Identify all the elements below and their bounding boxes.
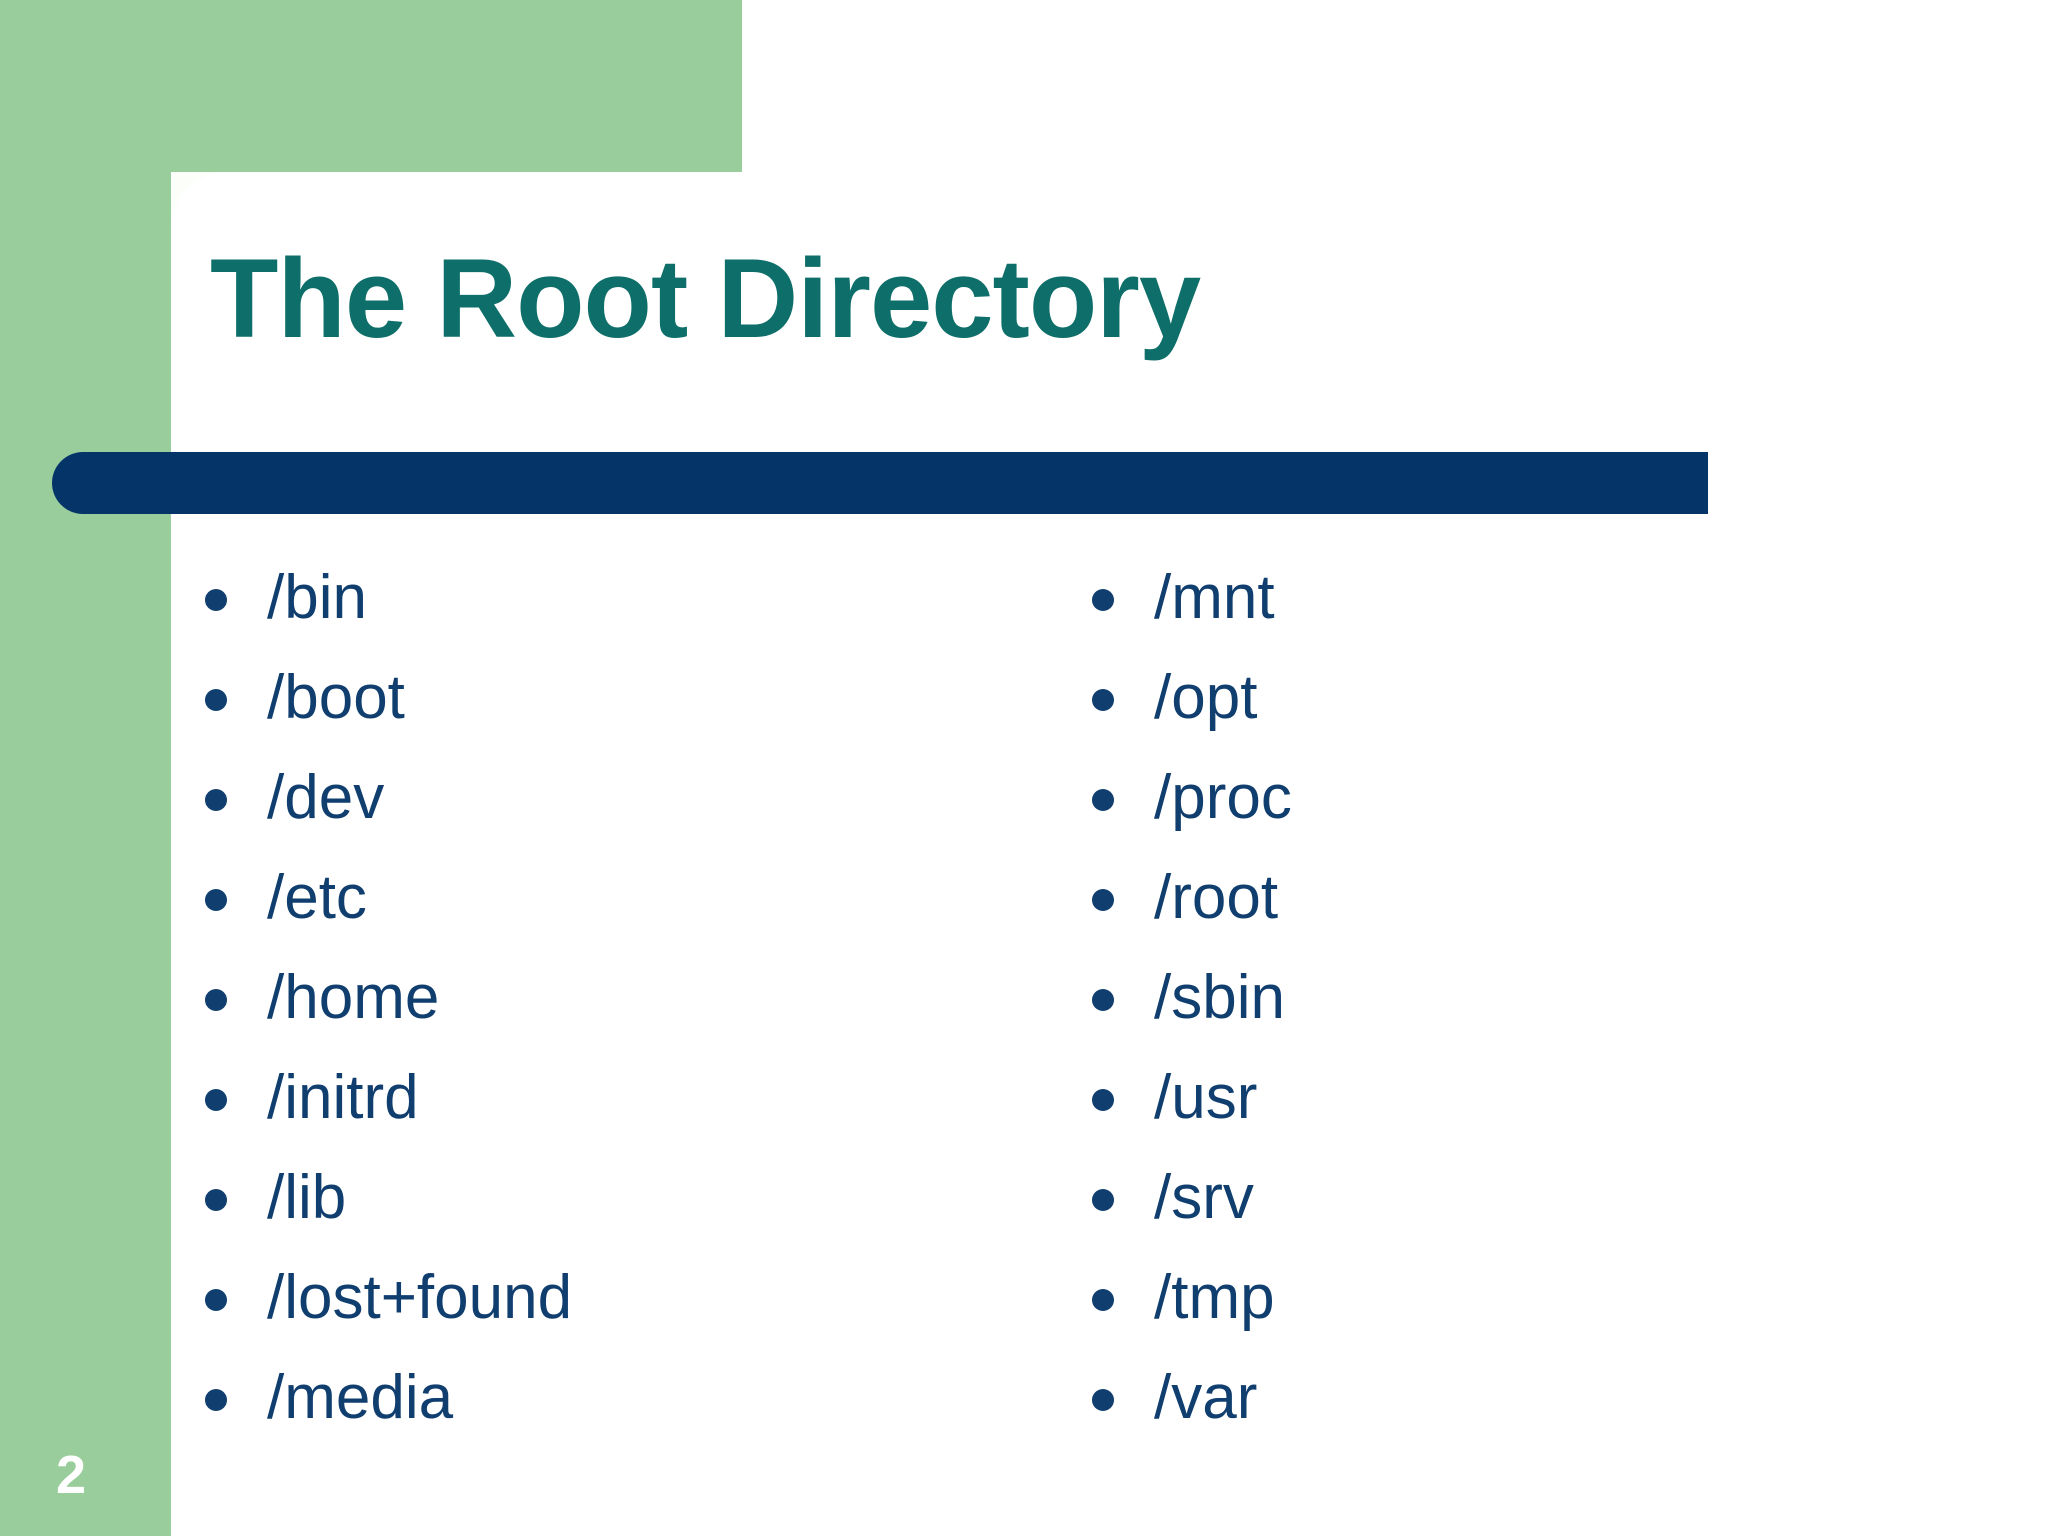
list-item-label: /lost+found: [267, 1263, 573, 1332]
list-item: /lost+found: [205, 1248, 1065, 1348]
list-item-label: /mnt: [1154, 563, 1275, 632]
list-item: /proc: [1092, 748, 1912, 848]
list-item: /lib: [205, 1148, 1065, 1248]
list-item-label: /opt: [1154, 663, 1258, 732]
list-item: /etc: [205, 848, 1065, 948]
bullet-list-left: /bin /boot /dev /etc /home /initrd: [205, 548, 1065, 1448]
list-item: /boot: [205, 648, 1065, 748]
list-item: /home: [205, 948, 1065, 1048]
list-item: /initrd: [205, 1048, 1065, 1148]
list-item: /mnt: [1092, 548, 1912, 648]
list-item: /usr: [1092, 1048, 1912, 1148]
list-item-label: /root: [1154, 863, 1279, 932]
bullet-dot-icon: [1092, 689, 1114, 711]
bullet-dot-icon: [205, 889, 227, 911]
bullet-dot-icon: [1092, 589, 1114, 611]
bullet-dot-icon: [1092, 989, 1114, 1011]
bullet-dot-icon: [1092, 1189, 1114, 1211]
list-item-label: /var: [1154, 1363, 1258, 1432]
list-item: /dev: [205, 748, 1065, 848]
page-title: The Root Directory: [210, 236, 1201, 361]
bullet-dot-icon: [205, 989, 227, 1011]
bullet-dot-icon: [1092, 1289, 1114, 1311]
bullet-dot-icon: [205, 1189, 227, 1211]
list-item-label: /etc: [267, 863, 367, 932]
title-divider-bar: [52, 452, 1708, 514]
list-item: /media: [205, 1348, 1065, 1448]
page-number: 2: [56, 1445, 87, 1505]
bullet-dot-icon: [205, 1389, 227, 1411]
list-item: /var: [1092, 1348, 1912, 1448]
list-item-label: /bin: [267, 563, 367, 632]
list-item-label: /boot: [267, 663, 405, 732]
list-item: /sbin: [1092, 948, 1912, 1048]
list-item-label: /home: [267, 963, 440, 1032]
list-item: /root: [1092, 848, 1912, 948]
list-item-label: /sbin: [1154, 963, 1285, 1032]
bullet-dot-icon: [205, 789, 227, 811]
bullet-dot-icon: [1092, 1089, 1114, 1111]
bullet-list-right: /mnt /opt /proc /root /sbin /usr: [1092, 548, 1912, 1448]
bullet-dot-icon: [205, 689, 227, 711]
list-item: /opt: [1092, 648, 1912, 748]
list-item: /bin: [205, 548, 1065, 648]
list-item: /tmp: [1092, 1248, 1912, 1348]
bullet-dot-icon: [1092, 1389, 1114, 1411]
list-item-label: /usr: [1154, 1063, 1258, 1132]
list-item-label: /tmp: [1154, 1263, 1275, 1332]
decorative-green-sidebar: [0, 0, 171, 1536]
bullet-columns: /bin /boot /dev /etc /home /initrd: [0, 548, 2048, 1448]
bullet-dot-icon: [1092, 889, 1114, 911]
list-item-label: /lib: [267, 1163, 347, 1232]
list-item-label: /proc: [1154, 763, 1292, 832]
bullet-dot-icon: [205, 1089, 227, 1111]
list-item-label: /dev: [267, 763, 385, 832]
bullet-dot-icon: [205, 1289, 227, 1311]
list-item-label: /media: [267, 1363, 454, 1432]
bullet-dot-icon: [1092, 789, 1114, 811]
list-item-label: /initrd: [267, 1063, 419, 1132]
list-item: /srv: [1092, 1148, 1912, 1248]
bullet-dot-icon: [205, 589, 227, 611]
list-item-label: /srv: [1154, 1163, 1254, 1232]
